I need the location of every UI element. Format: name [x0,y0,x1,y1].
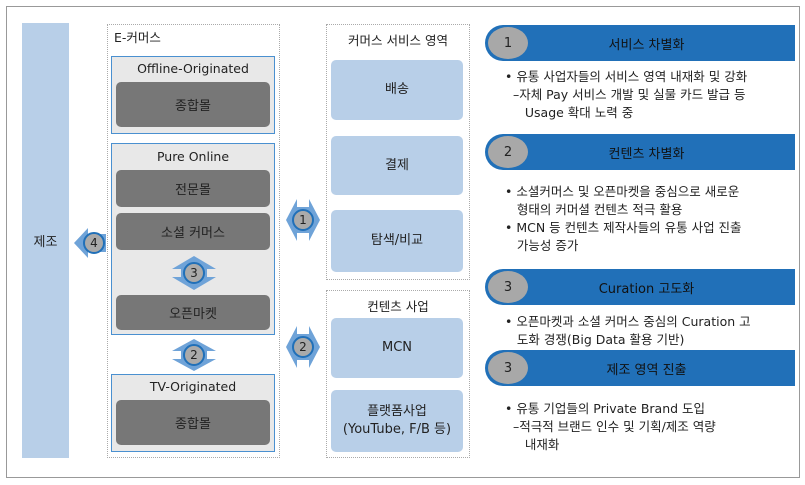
line: 가능성 증가 [505,238,579,253]
step-2-badge: 2 [183,344,205,366]
label: 탐색/비교 [370,233,424,249]
label: 플랫폼사업 [367,404,427,420]
service-group [326,24,470,280]
manufacturing-bar: 제조 [22,23,69,458]
service-payment: 결제 [331,136,463,195]
manufacturing-label: 제조 [33,235,58,250]
open-market: 오픈마켓 [116,295,270,330]
label: 배송 [385,82,409,98]
line: • MCN 등 컨텐츠 제작사들의 유통 사업 진출 [505,220,742,235]
number-badge: 1 [488,27,528,59]
line: 내재화 [505,437,560,452]
point-header-4: 3 제조 영역 진출 [485,350,795,386]
point-header-3: 3 Curation 고도화 [485,269,795,305]
label: (YouTube, F/B 등) [342,422,452,437]
header-title: Curation 고도화 [598,281,695,297]
line: • 유통 기업들의 Private Brand 도입 [505,401,706,416]
label: 결제 [385,157,409,173]
number-badge: 3 [488,271,528,303]
service-delivery: 배송 [331,60,463,120]
line: 도화 경쟁(Big Data 활용 기반) [505,332,685,347]
header-title: 서비스 차별화 [608,37,685,53]
line: –자체 Pay 서비스 개발 및 실물 카드 발급 등 [505,87,746,102]
label: MCN [381,340,413,356]
service-search: 탐색/비교 [331,210,463,272]
offline-item: 종합몰 [116,82,270,127]
step-1-badge: 1 [292,209,314,231]
number-badge: 3 [488,352,528,384]
point-header-1: 1 서비스 차별화 [485,25,795,61]
point-body-2: • 소셜커머스 및 오픈마켓을 중심으로 새로운 형태의 커머셜 컨텐츠 적극 … [505,183,795,255]
step-2-badge: 2 [292,336,314,358]
number-badge: 2 [488,136,528,168]
tv-title: TV-Originated [149,379,237,394]
content-platform: 플랫폼사업 (YouTube, F/B 등) [331,390,463,452]
social-commerce: 소셜 커머스 [116,213,270,250]
line: • 오픈마켓과 소셜 커머스 중심의 Curation 고 [505,314,751,329]
header-title: 제조 영역 진출 [606,362,687,378]
line: –적극적 브랜드 인수 및 기획/제조 역량 [505,419,716,434]
ecommerce-title: E-커머스 [114,30,161,45]
pure-online-title: Pure Online [156,149,230,164]
line: 형태의 커머셜 컨텐츠 적극 활용 [505,202,683,217]
line: • 유통 사업자들의 서비스 영역 내재화 및 강화 [505,69,748,84]
line: Usage 확대 노력 중 [505,105,634,120]
offline-title: Offline-Originated [137,61,249,76]
content-group [326,290,470,458]
step-3-badge: 3 [183,262,205,284]
ecommerce-group [107,24,280,458]
point-body-3: • 오픈마켓과 소셜 커머스 중심의 Curation 고 도화 경쟁(Big … [505,313,795,349]
point-body-4: • 유통 기업들의 Private Brand 도입 –적극적 브랜드 인수 및… [505,400,795,454]
content-mcn: MCN [331,318,463,378]
point-header-2: 2 컨텐츠 차별화 [485,134,795,170]
specialty-mall: 전문몰 [116,170,270,207]
frame [6,6,800,478]
content-title: 컨텐츠 사업 [367,299,429,314]
step-4-badge: 4 [83,232,105,254]
header-title: 컨텐츠 차별화 [608,146,685,162]
service-title: 커머스 서비스 영역 [348,33,448,48]
tv-item: 종합몰 [116,400,270,445]
point-body-1: • 유통 사업자들의 서비스 영역 내재화 및 강화 –자체 Pay 서비스 개… [505,68,795,122]
line: • 소셜커머스 및 오픈마켓을 중심으로 새로운 [505,184,740,199]
